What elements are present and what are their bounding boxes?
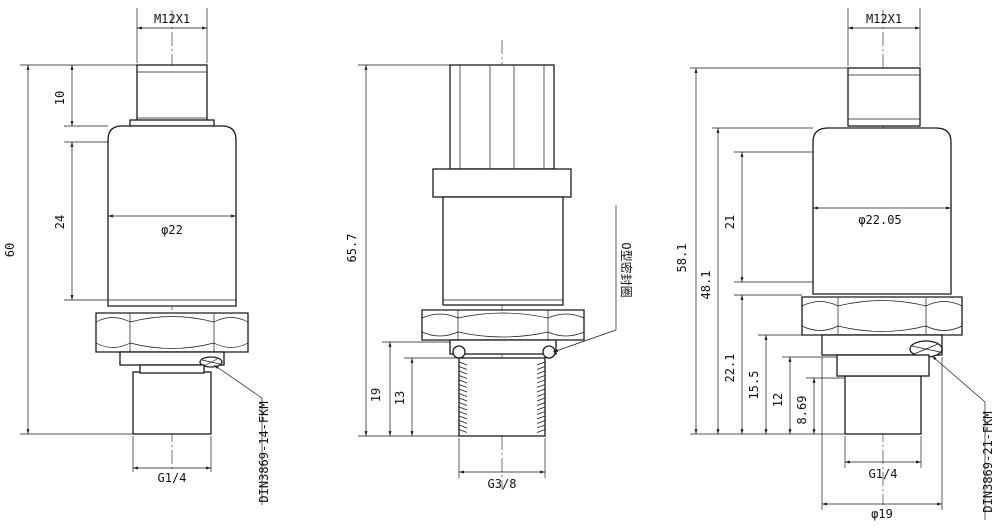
thread-tooth-left (458, 424, 468, 429)
left-port (132, 371, 212, 435)
thread-tooth-left (458, 393, 468, 397)
left-hex-nut (95, 312, 249, 353)
left-top-thread-label: M12X1 (154, 12, 190, 26)
thread-tooth-left (458, 361, 468, 366)
thread-tooth-right (536, 393, 546, 397)
right-port (844, 375, 922, 435)
middle-dim-19-label: 19 (369, 388, 383, 402)
thread-tooth-right (536, 429, 546, 433)
right-dim-8-69-label: 8.69 (795, 396, 809, 425)
left-dim-24-label: 24 (53, 215, 67, 229)
thread-tooth-right (536, 370, 546, 375)
middle-dim-65-7-label: 65.7 (345, 234, 359, 263)
thread-tooth-right (536, 411, 546, 415)
thread-tooth-right (536, 406, 546, 411)
thread-tooth-left (458, 366, 468, 370)
left-connector (136, 64, 208, 126)
right-diameter-label: φ22.05 (858, 213, 901, 227)
thread-tooth-right (536, 415, 546, 420)
thread-tooth-left (458, 420, 468, 424)
thread-tooth-left (458, 429, 468, 433)
thread-tooth-left (458, 402, 468, 406)
right-dim-15-5-label: 15.5 (747, 371, 761, 400)
middle-o-ring-right (542, 345, 556, 359)
middle-dim-13-label: 13 (393, 391, 407, 405)
middle-hex-nut (421, 309, 585, 341)
right-bottom-diameter-label: φ19 (871, 507, 893, 521)
thread-tooth-left (458, 406, 468, 411)
middle-o-ring-left (452, 345, 466, 359)
thread-tooth-left (458, 379, 468, 384)
right-bottom-thread-label: G1/4 (869, 467, 898, 481)
thread-tooth-right (536, 424, 546, 429)
right-dim-21-label: 21 (723, 215, 737, 229)
thread-tooth-left (458, 415, 468, 420)
thread-tooth-left (458, 384, 468, 388)
thread-tooth-right (536, 379, 546, 384)
thread-tooth-right (536, 366, 546, 370)
left-dim-10-label: 10 (53, 91, 67, 105)
thread-tooth-left (458, 388, 468, 393)
right-hex-nut (801, 296, 963, 336)
right-dim-22-1-label: 22.1 (723, 354, 737, 383)
thread-tooth-right (536, 384, 546, 388)
left-sensor: M12X1 60 10 24 φ22 G1/4 DIN3869-14-FKM (3, 8, 271, 505)
left-seal-label: DIN3869-14-FKM (257, 401, 271, 502)
middle-thread (458, 357, 546, 437)
middle-din-connector (449, 64, 555, 170)
right-dim-12-label: 12 (771, 393, 785, 407)
thread-tooth-left (458, 411, 468, 415)
right-dim-48-1-label: 48.1 (699, 271, 713, 300)
left-bottom-thread-label: G1/4 (158, 471, 187, 485)
middle-bottom-thread-label: G3/8 (488, 477, 517, 491)
left-diameter-label: φ22 (161, 223, 183, 237)
middle-body (442, 196, 564, 306)
right-seal-label: DIN3869-21-FKM (981, 411, 995, 512)
middle-collar (432, 168, 572, 198)
right-top-thread-label: M12X1 (866, 12, 902, 26)
right-connector (847, 67, 921, 127)
middle-sensor: 65.7 19 13 G3/8 O型密封圈 (345, 40, 634, 491)
thread-tooth-right (536, 402, 546, 406)
thread-tooth-left (458, 375, 468, 379)
thread-tooth-right (536, 420, 546, 424)
thread-tooth-right (536, 397, 546, 402)
thread-tooth-right (536, 361, 546, 366)
middle-seal-label: O型密封圈 (619, 242, 634, 297)
right-dim-58-1-label: 58.1 (675, 244, 689, 273)
thread-tooth-right (536, 388, 546, 393)
thread-tooth-left (458, 397, 468, 402)
right-sensor: M12X1 58.1 48.1 21 φ22.05 22.1 15.5 12 (675, 8, 995, 521)
thread-tooth-left (458, 370, 468, 375)
middle-thread-lines (458, 361, 546, 433)
thread-tooth-right (536, 375, 546, 379)
right-body (812, 127, 952, 295)
left-dim-60-label: 60 (3, 243, 17, 257)
